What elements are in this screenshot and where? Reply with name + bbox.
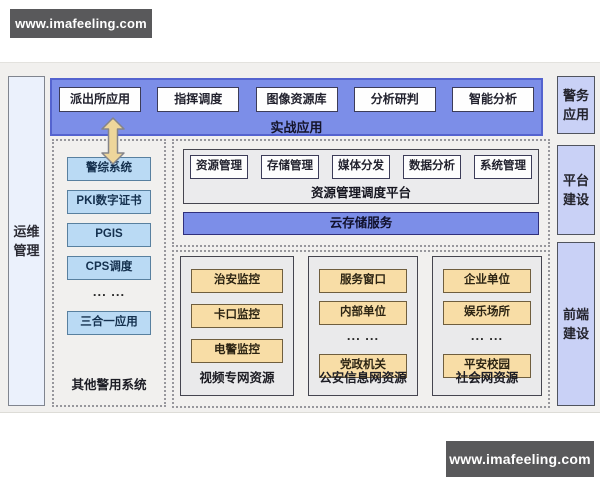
- video-network-column: 视频专网资源 治安监控 卡口监控 电警监控: [180, 256, 294, 396]
- platform-function-list: 资源管理 存储管理 媒体分发 数据分析 系统管理: [190, 155, 532, 179]
- resource-pill: 党政机关: [319, 354, 407, 378]
- platform-function-box: 数据分析: [403, 155, 461, 179]
- video-network-label: 视频专网资源: [199, 371, 275, 385]
- right-rail-frontend-construction: 前端建设: [557, 242, 595, 406]
- watermark-top-left: www.imafeeling.com: [10, 9, 152, 38]
- police-system-pill: CPS调度: [67, 256, 151, 280]
- resource-pill: 娱乐场所: [443, 301, 531, 325]
- cloud-storage-bar: 云存储服务: [183, 212, 539, 235]
- resource-pill: 企业单位: [443, 269, 531, 293]
- resource-pill: ... ...: [346, 328, 380, 343]
- left-rail-ops: 运维管理: [8, 76, 45, 406]
- right-rail-label: 警务应用: [562, 87, 589, 123]
- combat-app-box: 派出所应用: [59, 87, 141, 112]
- resource-pill: ... ...: [470, 328, 504, 343]
- platform-function-box: 媒体分发: [332, 155, 390, 179]
- police-system-pill: PKI数字证书: [67, 190, 151, 214]
- resource-pill: 服务窗口: [319, 269, 407, 293]
- platform-function-box: 系统管理: [474, 155, 532, 179]
- combat-app-box: 指挥调度: [157, 87, 240, 112]
- right-rail-police-application: 警务应用: [557, 76, 595, 134]
- platform-function-box: 资源管理: [190, 155, 248, 179]
- resource-pill: 治安监控: [191, 269, 283, 293]
- resource-pill: 平安校园: [443, 354, 531, 378]
- watermark-bottom-right: www.imafeeling.com: [446, 441, 594, 477]
- other-systems-group-label: 其他警用系统: [71, 378, 147, 392]
- platform-group: 资源管理 存储管理 媒体分发 数据分析 系统管理 资源管理调度平台 云存储服务: [172, 139, 550, 247]
- police-info-network-column: 公安信息网资源 服务窗口 内部单位 ... ... 党政机关: [308, 256, 418, 396]
- combat-app-list: 派出所应用 指挥调度 图像资源库 分析研判 智能分析: [52, 80, 541, 112]
- combat-app-box: 分析研判: [353, 87, 436, 112]
- right-rail-label: 前端建设: [562, 306, 589, 342]
- resource-pill: 卡口监控: [191, 304, 283, 328]
- right-rail-platform-construction: 平台建设: [557, 145, 595, 235]
- architecture-diagram: 运维管理 派出所应用 指挥调度 图像资源库 分析研判 智能分析 实战应用 其他警…: [0, 62, 600, 413]
- left-rail-label: 运维管理: [13, 223, 40, 259]
- resource-pill: 电警监控: [191, 339, 283, 363]
- combat-band-title: 实战应用: [270, 120, 323, 135]
- police-system-pill: 三合一应用: [67, 311, 151, 335]
- other-police-systems-group: 其他警用系统 警综系统 PKI数字证书 PGIS CPS调度 ... ... 三…: [52, 139, 166, 407]
- platform-function-box: 存储管理: [261, 155, 319, 179]
- social-network-label: 社会网资源: [455, 371, 519, 385]
- police-system-pill: ... ...: [92, 284, 126, 299]
- platform-title: 资源管理调度平台: [310, 186, 411, 200]
- social-network-column: 社会网资源 企业单位 娱乐场所 ... ... 平安校园: [432, 256, 542, 396]
- combat-app-box: 智能分析: [452, 87, 534, 112]
- double-vertical-arrow-icon: [101, 117, 125, 165]
- resource-platform-box: 资源管理 存储管理 媒体分发 数据分析 系统管理 资源管理调度平台: [183, 149, 539, 204]
- right-rail-label: 平台建设: [562, 172, 589, 208]
- combat-app-box: 图像资源库: [255, 87, 338, 112]
- frontend-resources-group: 视频专网资源 治安监控 卡口监控 电警监控 公安信息网资源 服务窗口 内部单位 …: [172, 250, 550, 408]
- police-system-pill: PGIS: [67, 223, 151, 247]
- resource-pill: 内部单位: [319, 301, 407, 325]
- combat-application-band: 派出所应用 指挥调度 图像资源库 分析研判 智能分析 实战应用: [50, 78, 543, 136]
- police-info-network-label: 公安信息网资源: [319, 371, 407, 385]
